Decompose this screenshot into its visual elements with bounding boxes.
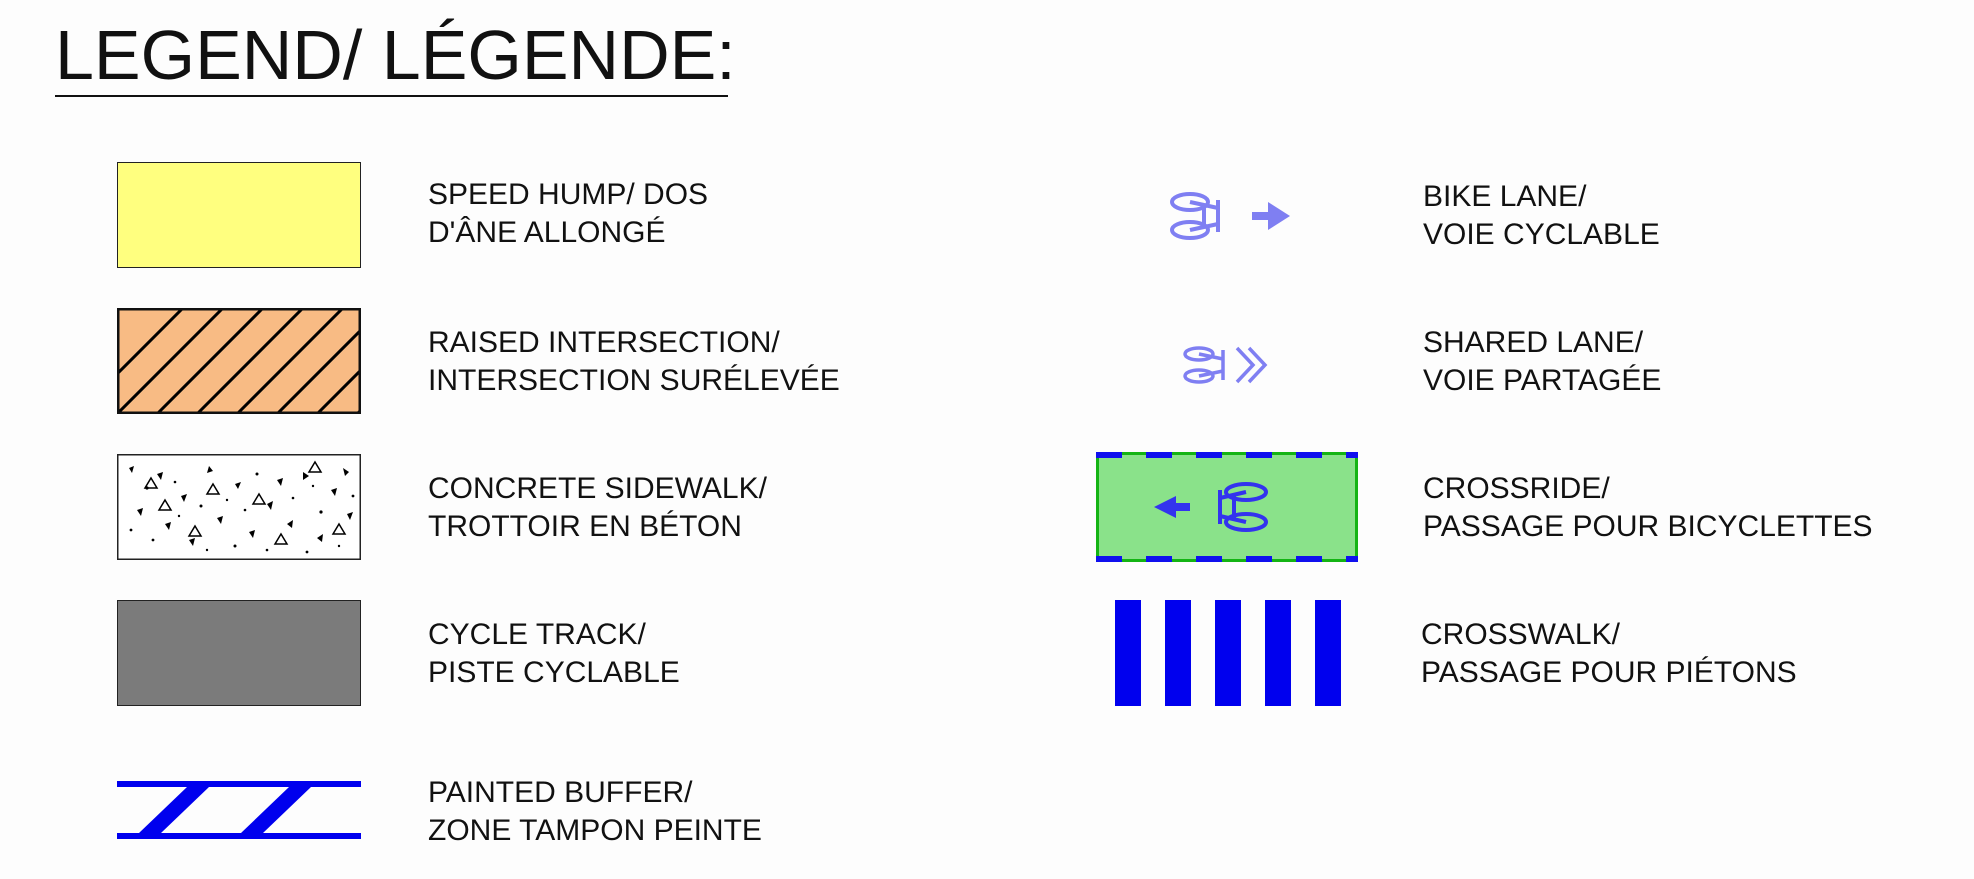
concrete-sidewalk-label-en: CONCRETE SIDEWALK/ [428,472,767,505]
cycle-track-label: CYCLE TRACK/ PISTE CYCLABLE [428,616,680,692]
raised-intersection-label-en: RAISED INTERSECTION/ [428,326,780,359]
speed-hump-label-fr: D'ÂNE ALLONGÉ [428,216,666,249]
painted-buffer-swatch [117,775,361,845]
concrete-sidewalk-swatch [117,454,361,560]
speed-hump-swatch [117,162,361,268]
concrete-sidewalk-label-fr: TROTTOIR EN BÉTON [428,510,742,543]
crosswalk-symbol [1113,600,1341,706]
crossride-label: CROSSRIDE/ PASSAGE POUR BICYCLETTES [1423,470,1873,546]
shared-lane-symbol [1175,340,1285,390]
title-underline [55,95,728,97]
cycle-track-label-en: CYCLE TRACK/ [428,618,646,651]
shared-lane-label-fr: VOIE PARTAGÉE [1423,364,1662,397]
legend-title: LEGEND/ LÉGENDE: [55,16,736,94]
crossride-swatch [1096,452,1358,562]
speed-hump-label: SPEED HUMP/ DOS D'ÂNE ALLONGÉ [428,176,708,252]
painted-buffer-label-fr: ZONE TAMPON PEINTE [428,814,762,847]
bike-lane-label-en: BIKE LANE/ [1423,180,1587,213]
shared-lane-label-en: SHARED LANE/ [1423,326,1644,359]
crossride-label-fr: PASSAGE POUR BICYCLETTES [1423,510,1873,543]
crossride-label-en: CROSSRIDE/ [1423,472,1610,505]
concrete-sidewalk-label: CONCRETE SIDEWALK/ TROTTOIR EN BÉTON [428,470,767,546]
raised-intersection-label: RAISED INTERSECTION/ INTERSECTION SURÉLE… [428,324,840,400]
shared-lane-label: SHARED LANE/ VOIE PARTAGÉE [1423,324,1661,400]
crossride-bicycle-icon [1154,482,1268,532]
painted-buffer-label-en: PAINTED BUFFER/ [428,776,693,809]
cycle-track-swatch [117,600,361,706]
crosswalk-label-fr: PASSAGE POUR PIÉTONS [1421,656,1797,689]
cycle-track-label-fr: PISTE CYCLABLE [428,656,680,689]
raised-intersection-swatch [117,308,361,414]
crosswalk-label-en: CROSSWALK/ [1421,618,1620,651]
crosswalk-label: CROSSWALK/ PASSAGE POUR PIÉTONS [1421,616,1797,692]
speed-hump-label-en: SPEED HUMP/ DOS [428,178,709,211]
bike-lane-symbol [1160,186,1300,246]
raised-intersection-label-fr: INTERSECTION SURÉLEVÉE [428,364,840,397]
sharrow-icon [1183,346,1268,384]
bike-lane-label-fr: VOIE CYCLABLE [1423,218,1660,251]
bicycle-arrow-icon [1170,192,1290,240]
painted-buffer-label: PAINTED BUFFER/ ZONE TAMPON PEINTE [428,774,762,850]
bike-lane-label: BIKE LANE/ VOIE CYCLABLE [1423,178,1660,254]
